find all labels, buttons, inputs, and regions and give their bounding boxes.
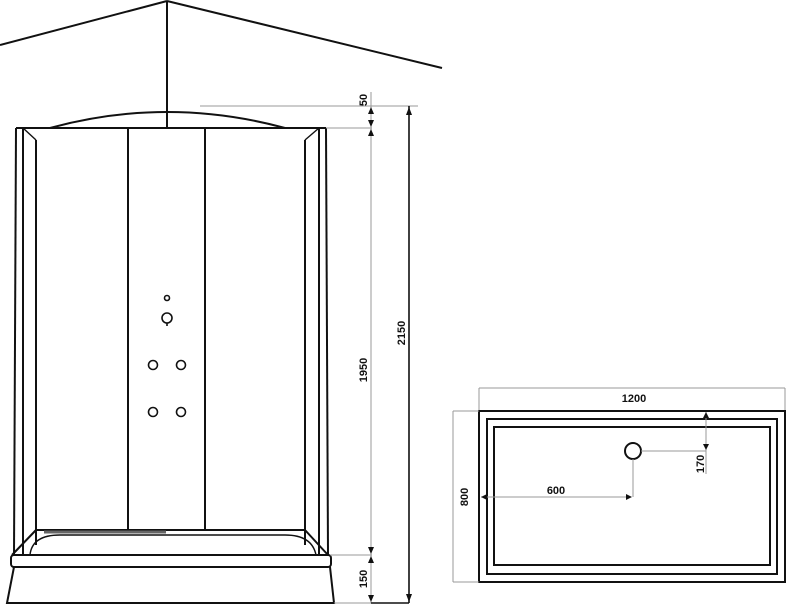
dim-drain-y: 170	[695, 455, 707, 473]
cabin-roof	[49, 111, 286, 129]
drain-icon	[624, 442, 642, 460]
shower-head-icon	[161, 312, 173, 326]
cabin-elevation	[5, 111, 336, 604]
overhead-shower-icon	[163, 294, 171, 302]
room-corner-lines	[0, 0, 443, 128]
dim-plan-width: 1200	[622, 393, 646, 405]
dim-roof-height: 50	[358, 94, 370, 106]
dim-plan-depth: 800	[459, 488, 471, 506]
massage-jet-icon	[147, 406, 159, 418]
shower-tray	[5, 566, 336, 604]
plan-view: 1200 800 600 170	[452, 387, 786, 583]
dim-tray-height: 150	[358, 570, 370, 588]
massage-jet-icon	[147, 359, 159, 371]
dim-cabin-height: 1950	[358, 358, 370, 382]
dim-drain-x: 600	[547, 485, 565, 497]
dim-total-height: 2150	[396, 321, 408, 345]
massage-jet-icon	[175, 406, 187, 418]
elevation-dimensions: 50 1950 150 2150	[200, 92, 418, 604]
massage-jet-icon	[175, 359, 187, 371]
